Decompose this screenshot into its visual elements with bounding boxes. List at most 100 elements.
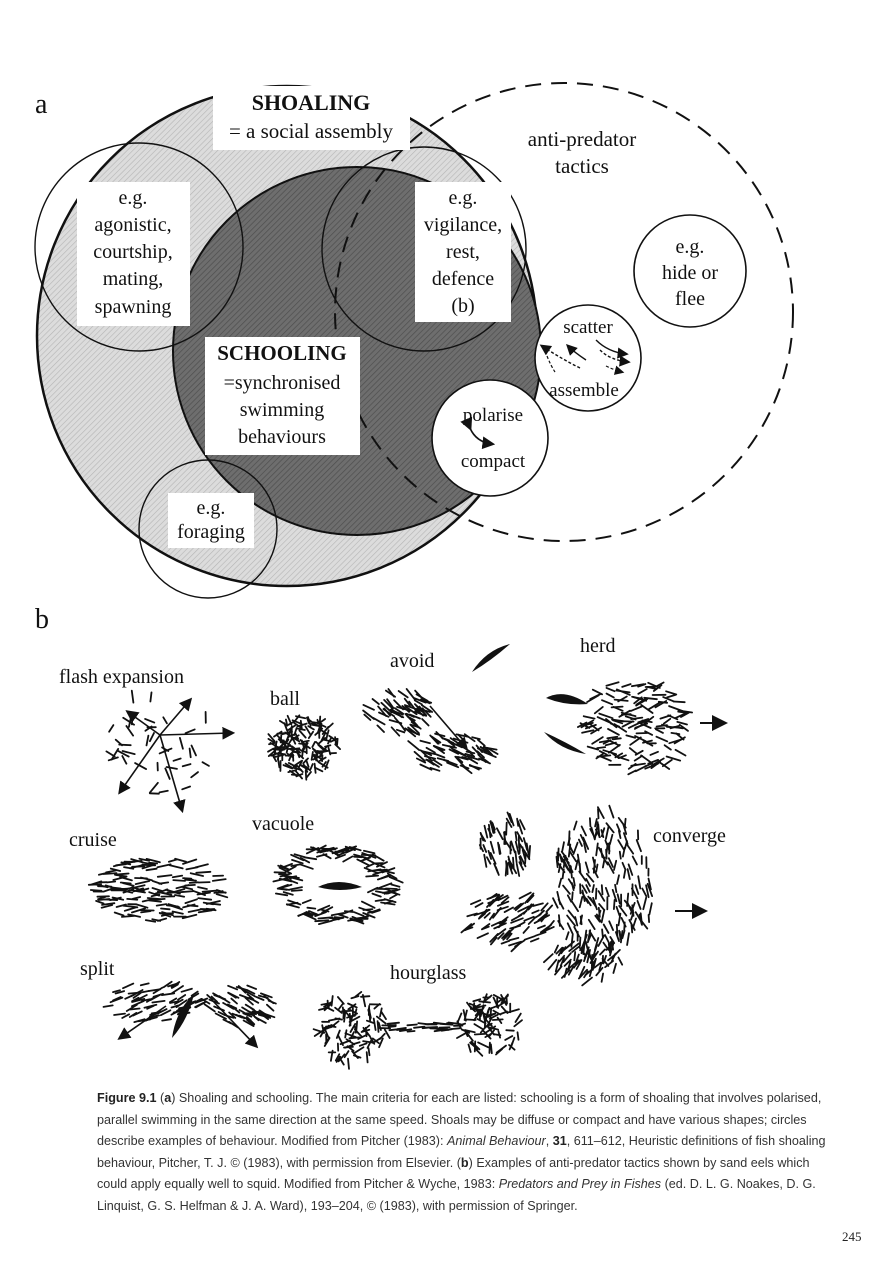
fish-stroke xyxy=(302,763,309,773)
caption-text-3: , 611–612, Heuristic definitions of fish… xyxy=(97,1134,826,1170)
fish-stroke xyxy=(144,919,157,923)
fish-stroke xyxy=(554,959,560,973)
fish-stroke xyxy=(655,735,669,743)
fish-stroke xyxy=(119,889,134,894)
foraging-label-box xyxy=(168,493,254,548)
hourglass-school-middle xyxy=(378,1021,464,1033)
fish-stroke xyxy=(519,855,527,868)
fish-stroke xyxy=(634,884,640,895)
caption-book: Predators and Prey in Fishes xyxy=(498,1177,662,1191)
fish-stroke xyxy=(628,747,638,755)
fish-stroke xyxy=(586,949,591,964)
fish-stroke xyxy=(194,997,209,1004)
fish-stroke xyxy=(652,684,663,692)
fish-stroke xyxy=(485,856,492,865)
fish-stroke xyxy=(122,982,135,990)
fish-stroke xyxy=(203,1003,216,1013)
fish-stroke xyxy=(617,695,628,703)
fish-stroke xyxy=(158,789,169,794)
fish-stroke xyxy=(616,893,621,905)
fish-stroke xyxy=(113,1012,126,1016)
fish-stroke xyxy=(559,957,565,967)
fish-stroke xyxy=(513,902,522,910)
fish-stroke xyxy=(201,889,217,893)
fish-stroke xyxy=(610,751,620,759)
fish-stroke xyxy=(278,887,291,891)
fish-stroke xyxy=(598,961,603,972)
fish-stroke xyxy=(475,744,484,753)
fish-stroke xyxy=(473,910,488,917)
fish-stroke xyxy=(583,970,589,979)
fish-stroke xyxy=(522,903,533,915)
fish-stroke xyxy=(371,698,380,705)
social-line-3: courtship, xyxy=(93,241,172,263)
fish-stroke xyxy=(605,887,610,897)
fish-stroke xyxy=(205,900,221,905)
fish-stroke xyxy=(301,747,305,758)
fish-stroke xyxy=(595,842,599,857)
fish-stroke xyxy=(611,889,618,903)
fish-stroke xyxy=(474,1047,484,1057)
fish-stroke xyxy=(419,739,431,745)
fish-stroke xyxy=(496,905,509,912)
fish-stroke xyxy=(313,766,324,773)
fish-stroke xyxy=(543,953,554,964)
fish-stroke xyxy=(514,850,518,864)
fish-stroke xyxy=(141,998,151,1002)
fish-stroke xyxy=(161,911,174,917)
fish-stroke xyxy=(591,950,599,961)
fish-stroke xyxy=(598,740,609,744)
fish-stroke xyxy=(395,728,406,734)
fish-stroke xyxy=(608,744,621,754)
fish-stroke xyxy=(487,850,493,860)
fish-stroke xyxy=(617,912,622,927)
fish-stroke xyxy=(308,910,318,916)
fish-stroke xyxy=(572,841,579,855)
fish-stroke xyxy=(152,992,164,998)
fish-stroke xyxy=(200,998,211,1005)
fish-stroke xyxy=(406,1023,418,1027)
fish-stroke xyxy=(152,986,164,995)
fish-stroke xyxy=(617,956,624,966)
fish-stroke xyxy=(160,907,171,911)
fish-stroke xyxy=(466,912,478,918)
caption-figure-label: Figure 9.1 xyxy=(97,1091,157,1105)
fish-stroke xyxy=(562,884,571,895)
fish-stroke xyxy=(595,863,599,873)
fish-stroke xyxy=(162,980,173,989)
fish-stroke xyxy=(211,878,227,882)
fish-stroke xyxy=(311,724,322,728)
fish-stroke xyxy=(366,909,381,914)
fish-stroke xyxy=(455,755,464,764)
anti-predator-circle xyxy=(334,82,794,542)
fish-stroke xyxy=(562,952,572,963)
scatter-assemble-circle xyxy=(534,304,642,412)
fish-stroke xyxy=(171,874,184,879)
fish-stroke xyxy=(314,750,319,758)
fish-stroke xyxy=(305,716,311,725)
fish-stroke xyxy=(487,827,493,837)
fish-stroke xyxy=(113,911,125,917)
fish-stroke xyxy=(376,724,385,733)
hide-line-3: flee xyxy=(675,288,705,310)
fish-stroke xyxy=(477,1041,490,1049)
fish-stroke xyxy=(126,898,139,901)
fish-stroke xyxy=(631,683,645,688)
fish-stroke xyxy=(168,997,178,1004)
caption-part-b-marker: b xyxy=(460,1155,469,1170)
fish-stroke xyxy=(488,1013,499,1020)
fish-stroke xyxy=(510,942,521,953)
fish-stroke xyxy=(583,842,587,853)
fish-stroke xyxy=(433,752,446,759)
fish-stroke xyxy=(167,982,180,988)
fish-stroke xyxy=(130,858,144,864)
assemble-label: assemble xyxy=(549,380,619,401)
fish-stroke xyxy=(322,853,332,860)
fish-stroke xyxy=(380,701,393,714)
fish-stroke xyxy=(335,1029,341,1039)
figure-caption: Figure 9.1 (a) Shoaling and schooling. T… xyxy=(97,1091,826,1213)
fish-stroke xyxy=(492,994,505,1001)
fish-stroke xyxy=(181,785,192,791)
fish-stroke xyxy=(320,1002,332,1006)
fish-stroke xyxy=(341,1006,346,1019)
